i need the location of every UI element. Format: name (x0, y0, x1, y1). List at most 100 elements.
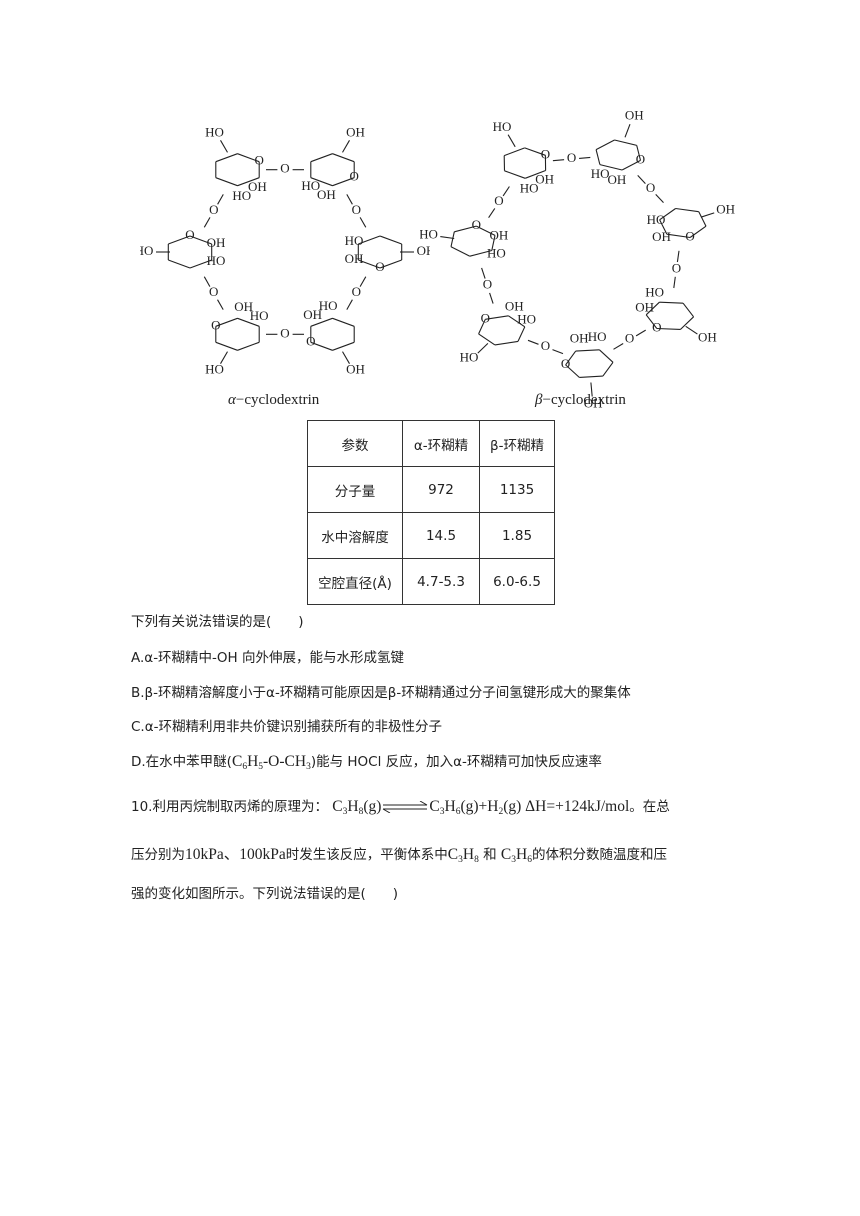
svg-text:OH: OH (625, 108, 644, 123)
svg-text:OH: OH (346, 124, 365, 139)
pressure-values: 10kPa、100kPa (185, 846, 286, 863)
svg-text:O: O (646, 180, 655, 195)
svg-text:HO: HO (517, 311, 536, 326)
question-9-stem: 下列有关说法错误的是( ) (131, 614, 304, 630)
question-10-line-1: 10.利用丙烷制取丙烯的原理为： C3H8(g)C3H6(g)+H2(g) ΔH… (131, 798, 670, 817)
table-cell: 14.5 (402, 512, 480, 559)
svg-text:OH: OH (505, 298, 524, 313)
svg-text:OH: OH (698, 329, 717, 344)
svg-text:OH: OH (490, 228, 509, 243)
table-cell: 分子量 (307, 466, 403, 513)
table-header-row: 参数 α-环糊精 β-环糊精 (307, 420, 555, 467)
svg-text:O: O (352, 284, 361, 299)
alpha-cyclodextrin-caption: α−cyclodextrin (228, 392, 320, 408)
svg-text:O: O (375, 259, 384, 274)
svg-text:OH: OH (652, 229, 671, 244)
question-10-line-2: 压分别为10kPa、100kPa时发生该反应，平衡体系中C3H8 和 C3H6的… (131, 846, 667, 865)
svg-text:OH: OH (248, 179, 267, 194)
svg-text:O: O (472, 217, 481, 232)
svg-text:OH: OH (716, 201, 735, 216)
table-row: 水中溶解度 14.5 1.85 (307, 512, 555, 559)
reaction-equation: C3H8(g)C3H6(g)+H2(g) ΔH=+124kJ/mol (332, 798, 630, 817)
svg-text:O: O (541, 338, 550, 353)
table-header-cell: β-环糊精 (479, 420, 555, 467)
enthalpy-change: ΔH=+124kJ/mol (525, 798, 630, 815)
option-d-suffix: )能与 HOCl 反应，加入α-环糊精可加快反应速率 (310, 754, 602, 770)
svg-text:O: O (567, 150, 576, 165)
svg-text:OH: OH (234, 299, 253, 314)
svg-text:O: O (494, 193, 503, 208)
svg-text:O: O (209, 284, 218, 299)
svg-text:HO: HO (493, 119, 512, 134)
svg-text:HO: HO (645, 285, 664, 300)
svg-text:OH: OH (535, 171, 554, 186)
propene-formula: C3H6 (500, 846, 532, 865)
svg-text:O: O (306, 333, 315, 348)
svg-text:O: O (280, 161, 289, 176)
svg-text:OH: OH (608, 172, 627, 187)
equilibrium-arrow-icon (383, 801, 428, 814)
svg-text:OH: OH (303, 307, 322, 322)
svg-text:O: O (652, 319, 661, 334)
table-cell: 水中溶解度 (307, 512, 403, 559)
option-b: B.β-环糊精溶解度小于α-环糊精可能原因是β-环糊精通过分子间氢键形成大的聚集… (131, 685, 631, 701)
table-cell: 空腔直径(Å) (307, 558, 403, 605)
svg-text:HO: HO (301, 178, 320, 193)
svg-text:O: O (211, 317, 220, 332)
svg-text:O: O (625, 331, 634, 346)
svg-text:HO: HO (319, 298, 338, 313)
beta-cyclodextrin-caption: β−cyclodextrin (535, 392, 626, 408)
svg-text:O: O (541, 146, 550, 161)
svg-text:O: O (209, 202, 218, 217)
svg-text:HO: HO (207, 253, 226, 268)
cyclodextrin-parameter-table: 参数 α-环糊精 β-环糊精 分子量 972 1135 水中溶解度 14.5 1… (307, 420, 555, 605)
svg-text:HO: HO (232, 188, 251, 203)
svg-text:HO: HO (588, 329, 607, 344)
svg-text:HO: HO (345, 233, 364, 248)
table-cell: 6.0-6.5 (479, 558, 555, 605)
svg-text:OH: OH (584, 395, 603, 408)
table-header-cell: α-环糊精 (402, 420, 480, 467)
svg-text:O: O (280, 325, 289, 340)
svg-text:OH: OH (207, 235, 226, 250)
svg-text:HO: HO (205, 124, 224, 139)
option-c: C.α-环糊精利用非共价键识别捕获所有的非极性分子 (131, 719, 442, 735)
svg-text:O: O (636, 151, 645, 166)
svg-text:O: O (255, 153, 264, 168)
svg-text:OH: OH (346, 362, 365, 377)
svg-text:OH: OH (635, 300, 654, 315)
svg-text:HO: HO (250, 308, 269, 323)
table-cell: 1135 (479, 466, 555, 513)
svg-text:OH: OH (317, 187, 336, 202)
option-a: A.α-环糊精中-OH 向外伸展，能与水形成氢键 (131, 650, 404, 666)
svg-text:HO: HO (460, 350, 479, 365)
table-row: 分子量 972 1135 (307, 466, 555, 513)
question-10-line-3: 强的变化如图所示。下列说法错误的是( ) (131, 886, 399, 902)
svg-text:O: O (481, 310, 490, 325)
svg-text:O: O (350, 169, 359, 184)
svg-text:O: O (672, 260, 681, 275)
anisole-formula: C6H5-O-CH3 (231, 753, 311, 772)
table-cell: 1.85 (479, 512, 555, 559)
svg-text:HO: HO (420, 226, 438, 241)
table-cell: 972 (402, 466, 480, 513)
table-row: 空腔直径(Å) 4.7-5.3 6.0-6.5 (307, 558, 555, 605)
svg-text:OH: OH (345, 251, 364, 266)
svg-text:O: O (685, 228, 694, 243)
table-header-cell: 参数 (307, 420, 403, 467)
svg-text:HO: HO (205, 362, 224, 377)
svg-text:HO: HO (647, 212, 666, 227)
option-d: D.在水中苯甲醚(C6H5-O-CH3)能与 HOCl 反应，加入α-环糊精可加… (131, 750, 602, 772)
svg-text:O: O (185, 227, 194, 242)
svg-text:HO: HO (591, 166, 610, 181)
svg-text:HO: HO (520, 181, 539, 196)
alpha-cyclodextrin-structure: OOHOHHOOOOHOHHOOOOHOHHOOOHOOHHOOOHOOHHOO… (140, 124, 430, 377)
svg-text:OH: OH (570, 330, 589, 345)
svg-text:OH: OH (417, 243, 430, 258)
svg-text:HO: HO (487, 245, 506, 260)
svg-text:O: O (352, 202, 361, 217)
propane-formula: C3H8 (447, 846, 479, 865)
svg-text:O: O (561, 356, 570, 371)
table-cell: 4.7-5.3 (402, 558, 480, 605)
